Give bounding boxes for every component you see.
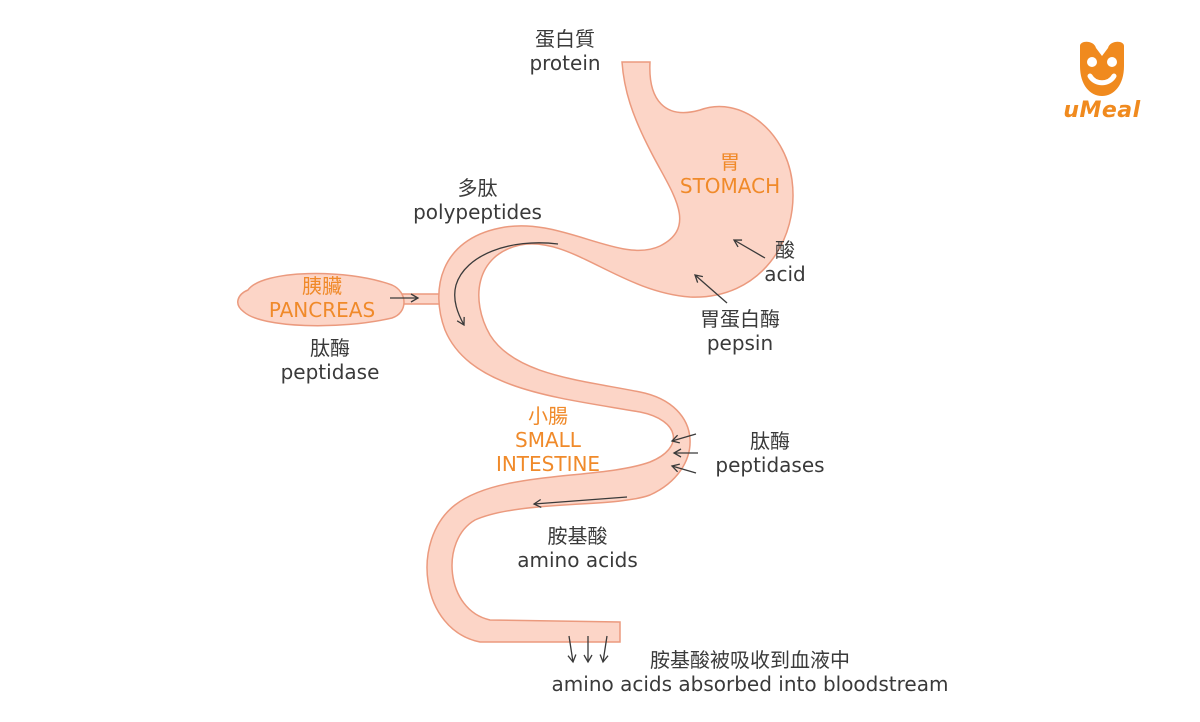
absorption-arrow-3	[599, 635, 609, 664]
acid-arrow	[732, 239, 766, 259]
logo-text: uMeal	[1063, 98, 1141, 123]
polypeptide-flow-arrow	[454, 242, 559, 327]
pancreas-shape	[237, 272, 405, 327]
stomach-and-intestine-tract	[426, 61, 794, 643]
peptidase-arrow-1	[670, 433, 697, 444]
peptidase-arrow-3	[670, 463, 697, 474]
smiley-bowl-icon	[1080, 41, 1124, 96]
amino-acid-flow-arrow	[532, 496, 628, 509]
pepsin-arrow	[694, 274, 728, 304]
absorption-arrow-1	[567, 635, 577, 664]
umeal-logo: uMeal	[1050, 40, 1154, 126]
